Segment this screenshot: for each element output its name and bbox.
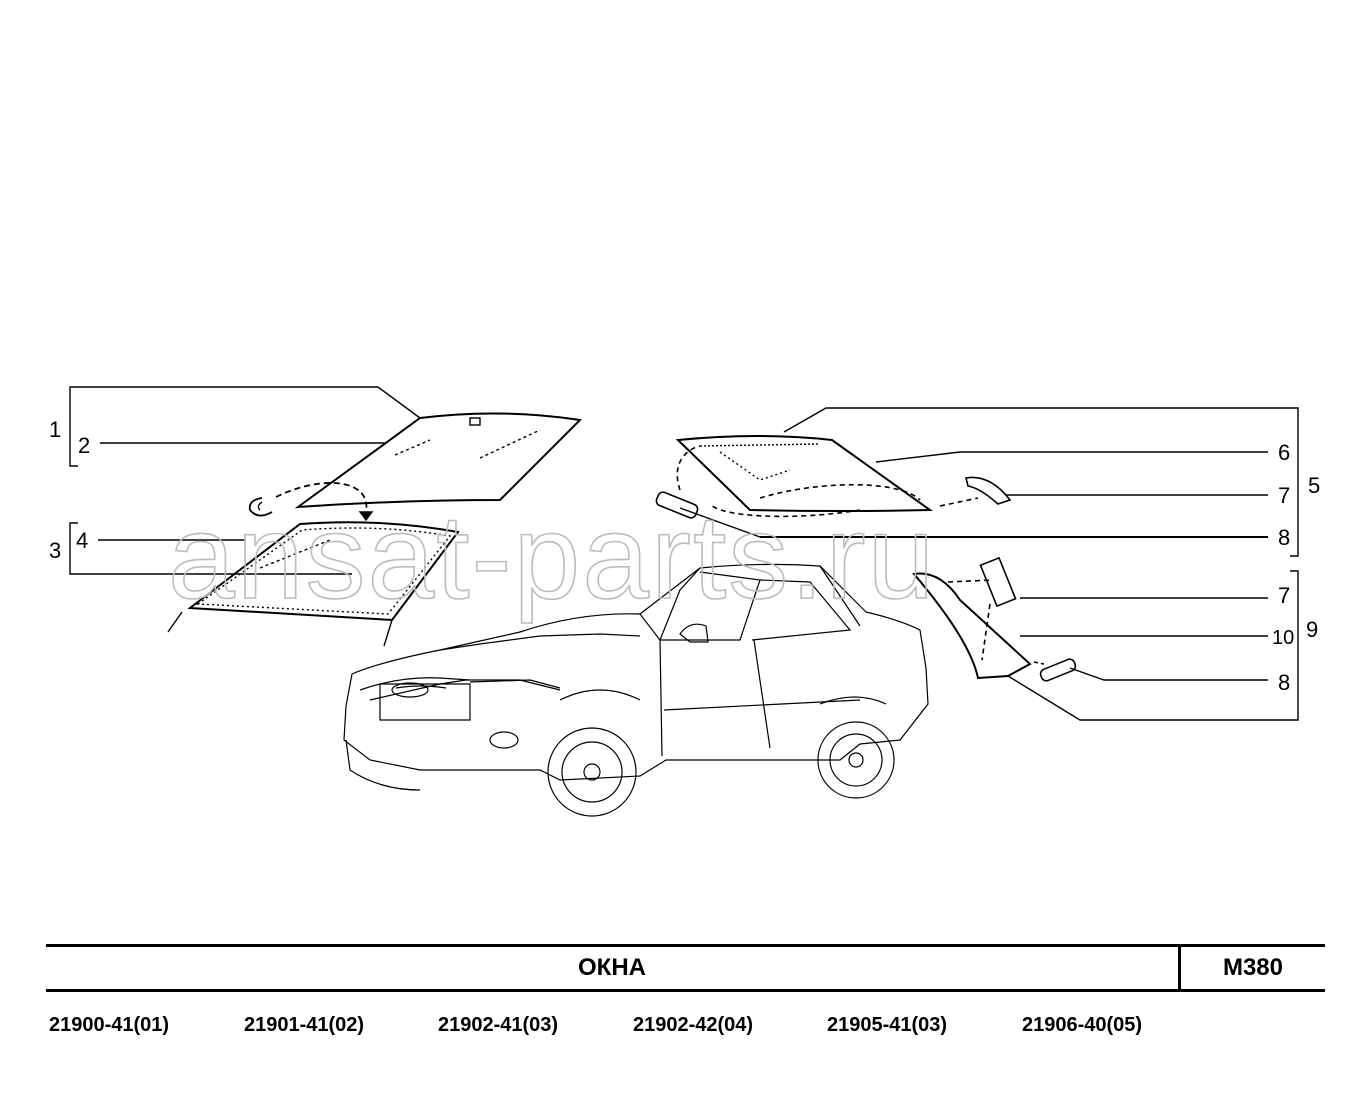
watermark-text: ansat-parts.ru <box>168 490 936 624</box>
variant-item: 21902-41(03) <box>438 1014 559 1036</box>
model-variants: 21900-41(01) 21901-41(02) 21902-41(03) 2… <box>49 1014 1249 1044</box>
callout-4: 4 <box>76 528 88 553</box>
variant-item: 21900-41(01) <box>49 1014 170 1036</box>
windshield-seal-assembly <box>167 521 460 647</box>
quarter-window-bracket <box>979 556 1017 608</box>
windshield-glass <box>294 412 583 509</box>
quarter-window-pad <box>1039 658 1077 682</box>
variant-item: 21901-41(02) <box>244 1014 365 1036</box>
footer-divider <box>1178 944 1181 992</box>
bracket-group-3 <box>69 522 352 575</box>
callout-7-rear: 7 <box>1278 483 1290 508</box>
rear-window-glass <box>675 435 979 518</box>
footer-bottom-rule <box>46 989 1325 992</box>
callout-9: 9 <box>1306 617 1318 642</box>
bracket-group-9 <box>1007 570 1299 721</box>
callout-3: 3 <box>49 538 61 563</box>
callout-8-quarter: 8 <box>1278 670 1290 695</box>
quarter-window-glass <box>912 572 1045 680</box>
rear-window-bracket <box>965 476 1012 505</box>
page-title: ОКНА <box>578 954 646 981</box>
variant-item: 21905-41(03) <box>827 1014 948 1036</box>
bracket-group-1 <box>69 386 421 467</box>
windshield-clip <box>248 482 374 522</box>
variant-item: 21902-42(04) <box>633 1014 754 1036</box>
callout-10: 10 <box>1272 627 1294 649</box>
callout-6: 6 <box>1278 440 1290 465</box>
footer-top-rule <box>46 944 1325 947</box>
bracket-group-5 <box>679 407 1299 557</box>
rear-window-pad <box>655 491 699 519</box>
callout-5: 5 <box>1308 473 1320 498</box>
section-code: M380 <box>1222 954 1284 981</box>
callout-7-quarter: 7 <box>1278 583 1290 608</box>
variant-item: 21906-40(05) <box>1022 1014 1143 1036</box>
car-outline <box>343 563 929 817</box>
callout-2: 2 <box>78 433 90 458</box>
callout-1: 1 <box>49 417 61 442</box>
callout-8-rear: 8 <box>1278 525 1290 550</box>
